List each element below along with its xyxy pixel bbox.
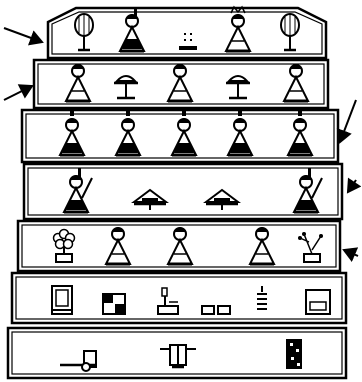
chest-of-drawers-icon bbox=[103, 294, 125, 314]
callout-arrow-right-upper bbox=[340, 100, 356, 142]
brazier-icon bbox=[306, 290, 330, 314]
callout-arrow-right-middle bbox=[348, 180, 356, 192]
wardrobe-chest-icon bbox=[52, 286, 72, 314]
stacked-boxes-icon bbox=[286, 339, 302, 369]
orange-tree-icon bbox=[54, 230, 75, 263]
callout-arrow-right-lower bbox=[344, 250, 358, 256]
callout-arrow-top-left bbox=[4, 28, 42, 42]
callout-arrow-left bbox=[4, 86, 32, 100]
